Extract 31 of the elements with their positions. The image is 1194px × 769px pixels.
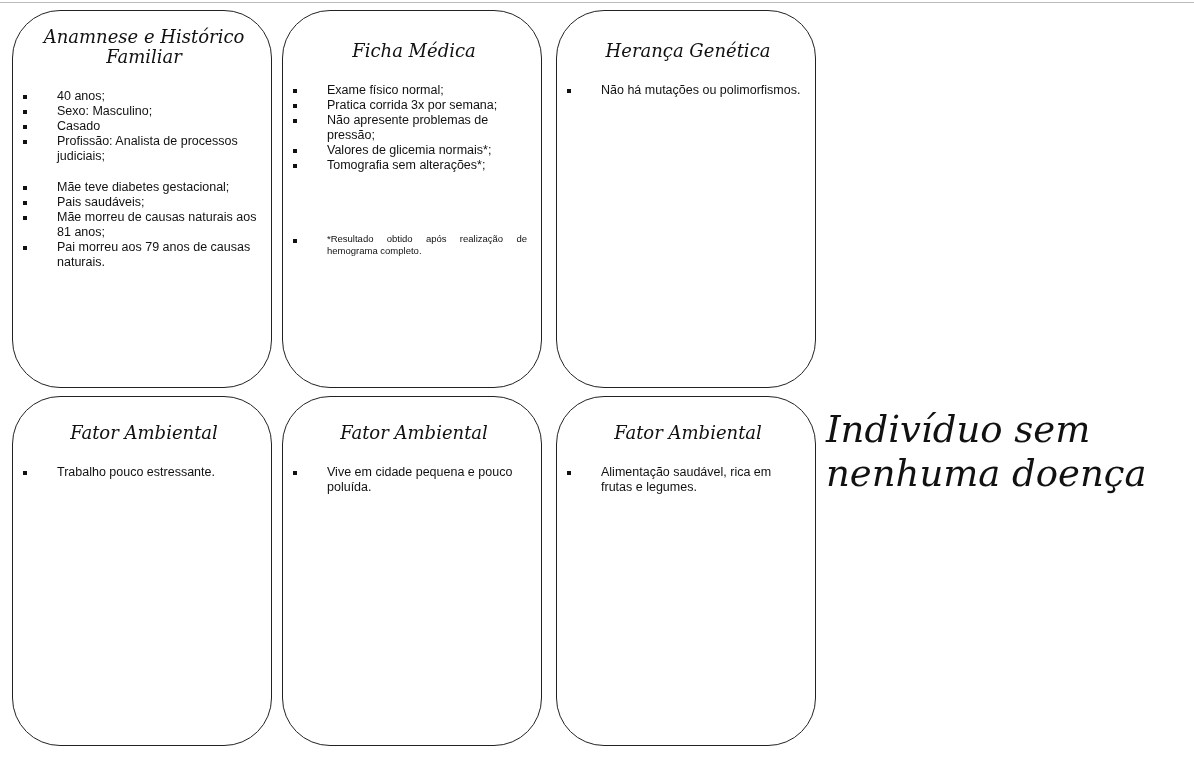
list-item: Valores de glicemia normais*; <box>291 142 527 158</box>
rounded-card <box>556 396 816 746</box>
list-item: Casado <box>21 118 257 134</box>
list-item: Alimentação saudável, rica em frutas e legumes. <box>565 464 801 495</box>
list-item: Mãe morreu de causas naturais aos 81 anos; <box>21 209 257 240</box>
card-heading: Ficha Médica <box>351 41 477 61</box>
list-item: Pais saudáveis; <box>21 194 257 210</box>
card-heading: Anamnese e Histórico Familiar <box>41 27 246 67</box>
list-item: Pai morreu aos 79 anos de causas naturais. <box>21 239 257 270</box>
list-item: Sexo: Masculino; <box>21 103 257 119</box>
list-item: Profissão: Analista de processos judiciais; <box>21 133 257 164</box>
list-item: Vive em cidade pequena e pouco poluída. <box>291 464 527 495</box>
card-heading: Fator Ambiental <box>613 423 763 443</box>
list-item: Não apresente problemas de pressão; <box>291 112 527 143</box>
footnote: *Resultado obtido após realização de hemograma completo. <box>291 232 527 257</box>
card-heading: Fator Ambiental <box>69 423 219 443</box>
rounded-card <box>12 396 272 746</box>
card-heading: Fator Ambiental <box>339 423 489 443</box>
conclusion-text: Indivíduo sem nenhuma doença <box>826 408 1148 496</box>
list-item: Mãe teve diabetes gestacional; <box>21 179 257 195</box>
rounded-card <box>282 10 542 388</box>
list-item: Trabalho pouco estressante. <box>21 464 257 480</box>
list-item: Tomografia sem alterações*; <box>291 157 527 173</box>
rounded-card <box>12 10 272 388</box>
list-item: 40 anos; <box>21 88 257 104</box>
list-item: Pratica corrida 3x por semana; <box>291 97 527 113</box>
card-heading: Herança Genética <box>604 41 772 61</box>
list-item: Não há mutações ou polimorfismos. <box>565 82 801 98</box>
list-item: Exame físico normal; <box>291 82 527 98</box>
rounded-card <box>556 10 816 388</box>
rounded-card <box>282 396 542 746</box>
